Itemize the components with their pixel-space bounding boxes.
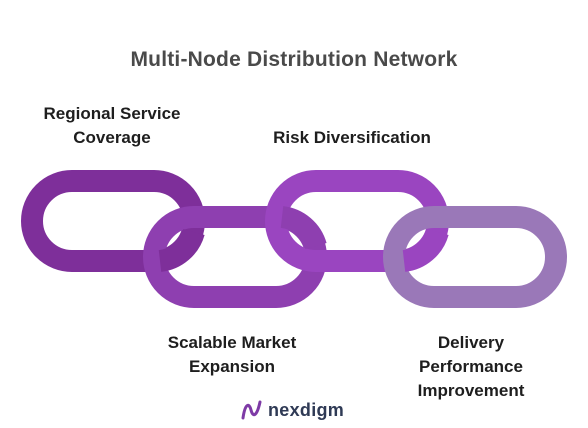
chain-link-2-overlap bbox=[280, 206, 327, 250]
diagram-title: Multi-Node Distribution Network bbox=[130, 48, 458, 71]
node-label-line: Performance bbox=[419, 357, 523, 376]
chain-link-1-overlap bbox=[158, 228, 205, 272]
node-label-delivery-performance-improvement: Delivery Performance Improvement bbox=[390, 331, 552, 403]
brand-logo: nexdigm bbox=[240, 396, 344, 424]
node-label-line: Risk Diversification bbox=[273, 128, 431, 147]
node-label-line: Coverage bbox=[73, 128, 151, 147]
node-label-line: Scalable Market bbox=[167, 333, 297, 352]
chain-link-3-overlap bbox=[402, 228, 449, 272]
node-label-scalable-market-expansion: Scalable Market Expansion bbox=[140, 331, 324, 379]
node-label-line: Improvement bbox=[417, 381, 525, 400]
nexdigm-logo-icon bbox=[241, 400, 262, 420]
node-label-regional-service-coverage: Regional Service Coverage bbox=[20, 102, 204, 150]
brand-name: nexdigm bbox=[268, 399, 345, 420]
node-label-line: Expansion bbox=[189, 357, 275, 376]
node-label-line: Regional Service bbox=[43, 104, 181, 123]
node-label-risk-diversification: Risk Diversification bbox=[252, 126, 452, 150]
chain-link-4 bbox=[383, 206, 567, 308]
node-label-line: Delivery bbox=[437, 333, 505, 352]
